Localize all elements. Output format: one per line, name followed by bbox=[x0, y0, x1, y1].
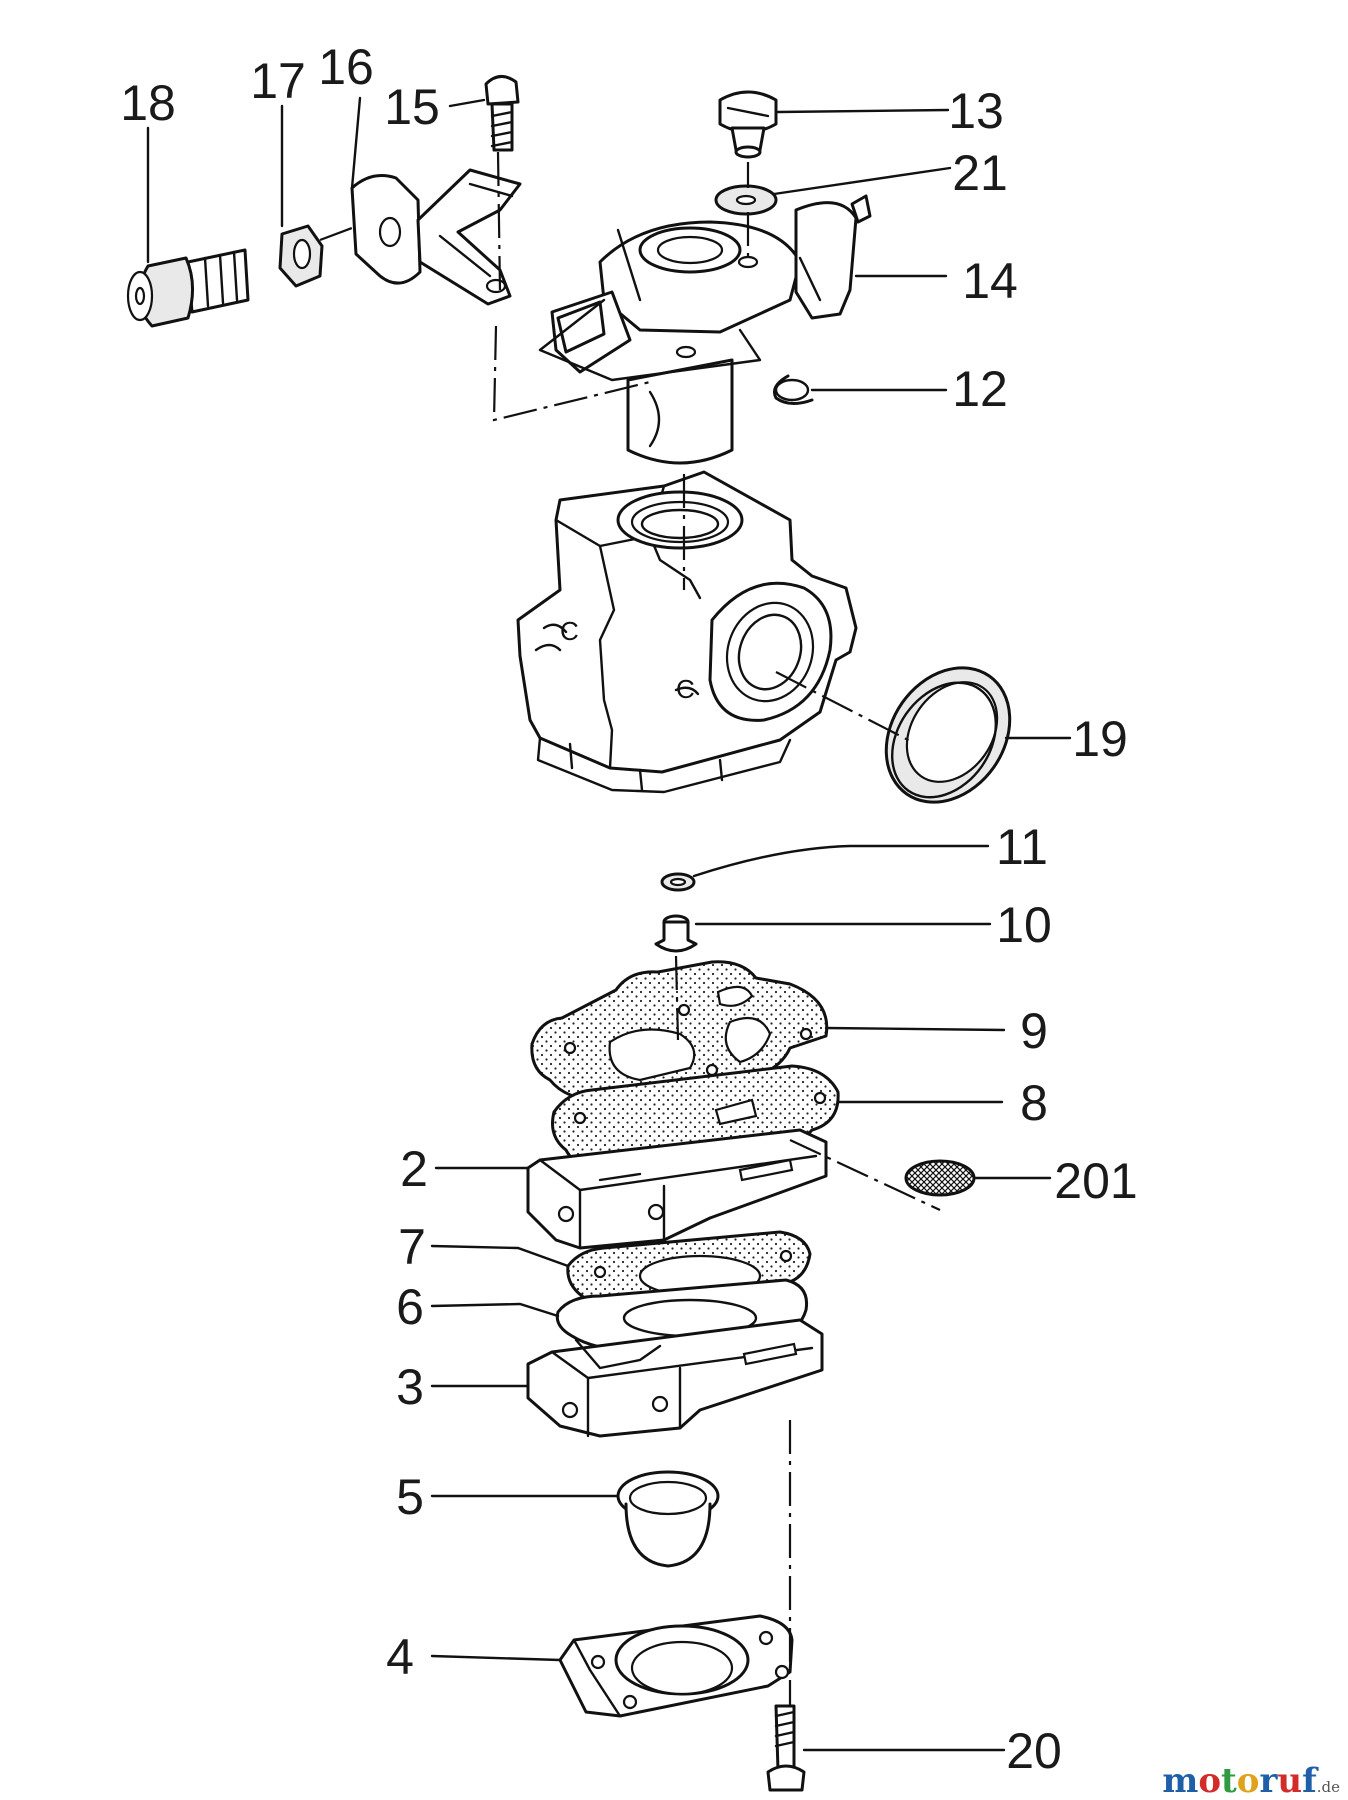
cast-mark-c-front: C bbox=[676, 674, 695, 704]
callout-19: 19 bbox=[1072, 711, 1128, 767]
cast-mark-c-left: C bbox=[560, 616, 579, 646]
assembly-axis-lines bbox=[319, 151, 941, 1706]
part-14-throttle-cover bbox=[538, 194, 872, 465]
part-18-hose-fitting bbox=[126, 248, 250, 328]
callout-10: 10 bbox=[996, 897, 1052, 953]
callout-14: 14 bbox=[962, 253, 1018, 309]
callout-18: 18 bbox=[120, 75, 176, 131]
part-20-screw bbox=[766, 1704, 806, 1792]
carburetor-body: C C bbox=[516, 470, 858, 794]
callout-3: 3 bbox=[396, 1359, 424, 1415]
callout-9: 9 bbox=[1020, 1003, 1048, 1059]
part-19-seal-ring bbox=[884, 666, 1012, 804]
part-4-cover-plate bbox=[558, 1614, 794, 1718]
watermark-letter: f bbox=[1302, 1761, 1319, 1800]
part-13-adjusting-screw bbox=[718, 90, 778, 159]
part-10-needle-seat bbox=[654, 914, 698, 953]
part-21-washer bbox=[714, 184, 778, 216]
watermark-letter: o bbox=[1237, 1761, 1260, 1800]
callout-15: 15 bbox=[384, 79, 440, 135]
callout-6: 6 bbox=[396, 1279, 424, 1335]
callout-7: 7 bbox=[398, 1219, 426, 1275]
watermark-letter: u bbox=[1277, 1761, 1302, 1800]
watermark-tld: .de bbox=[1317, 1778, 1340, 1796]
part-201-screen-filter bbox=[904, 1159, 976, 1197]
part-3-metering-body bbox=[526, 1318, 824, 1438]
callout-12: 12 bbox=[952, 361, 1008, 417]
motoruf-watermark: motoruf.de bbox=[1162, 1761, 1340, 1800]
watermark-letter: r bbox=[1259, 1761, 1278, 1800]
part-16-throttle-lever bbox=[350, 168, 522, 306]
part-12-e-clip bbox=[773, 374, 814, 405]
watermark-letter: m bbox=[1162, 1761, 1198, 1800]
callout-17: 17 bbox=[250, 53, 306, 109]
part-11-o-ring bbox=[660, 872, 696, 892]
callout-20: 20 bbox=[1006, 1723, 1062, 1779]
callout-16: 16 bbox=[318, 39, 374, 95]
part-2-pump-body bbox=[526, 1128, 828, 1250]
callout-201: 201 bbox=[1054, 1153, 1137, 1209]
callout-13: 13 bbox=[948, 83, 1004, 139]
part-9-gasket bbox=[530, 960, 829, 1102]
callout-8: 8 bbox=[1020, 1075, 1048, 1131]
part-15-screw bbox=[484, 75, 520, 152]
callout-11: 11 bbox=[996, 819, 1048, 875]
callout-4: 4 bbox=[386, 1629, 414, 1685]
callout-21: 21 bbox=[952, 145, 1008, 201]
leader-lines bbox=[146, 96, 1072, 1752]
callout-2: 2 bbox=[400, 1141, 428, 1197]
watermark-logo: motoruf.de bbox=[1162, 1761, 1340, 1800]
part-5-primer-cup bbox=[616, 1470, 720, 1568]
watermark-letter: o bbox=[1198, 1761, 1221, 1800]
part-17-nut bbox=[278, 224, 324, 288]
watermark-letter: t bbox=[1221, 1761, 1237, 1800]
callout-numbers: 18 17 16 15 13 21 14 12 19 11 10 9 8 201… bbox=[120, 39, 1138, 1779]
callout-5: 5 bbox=[396, 1469, 424, 1525]
